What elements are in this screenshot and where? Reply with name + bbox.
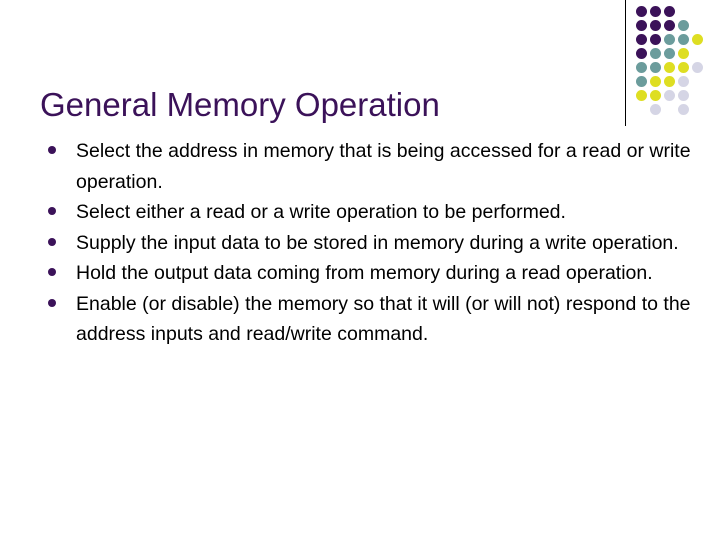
grid-dot-purple (636, 6, 647, 17)
grid-dot-lavender (678, 90, 689, 101)
vertical-divider-rule (625, 0, 626, 126)
grid-dot-teal (664, 34, 675, 45)
grid-dot-yellow (664, 76, 675, 87)
grid-dot-purple (664, 20, 675, 31)
grid-dot-lavender (692, 62, 703, 73)
grid-dot-purple (650, 6, 661, 17)
page-title: General Memory Operation (40, 86, 440, 124)
list-item-label: Select the address in memory that is bei… (76, 140, 691, 193)
grid-dot-teal (678, 20, 689, 31)
grid-dot-teal (678, 34, 689, 45)
grid-dot-yellow (664, 62, 675, 73)
grid-dot-yellow (678, 62, 689, 73)
grid-dot-yellow (650, 90, 661, 101)
grid-dot-teal (650, 48, 661, 59)
list-item: Select either a read or a write operatio… (40, 197, 695, 228)
grid-dot-purple (636, 20, 647, 31)
bullet-dot-icon (48, 146, 56, 154)
bullet-dot-icon (48, 237, 56, 246)
list-item-label: Enable (or disable) the memory so that i… (76, 292, 691, 346)
grid-dot-purple (650, 34, 661, 45)
list-item-label: Select either a read or a write operatio… (76, 201, 566, 223)
grid-dot-teal (664, 48, 675, 59)
grid-dot-yellow (636, 90, 647, 101)
list-item-label: Supply the input data to be stored in me… (76, 231, 679, 254)
bullet-dot-icon (48, 207, 56, 215)
grid-dot-lavender (664, 90, 675, 101)
grid-dot-lavender (650, 104, 661, 115)
bullet-dot-icon (48, 268, 56, 276)
bullet-dot-icon (48, 298, 56, 307)
grid-dot-teal (636, 62, 647, 73)
list-item: Select the address in memory that is bei… (40, 136, 695, 197)
list-item-label: Hold the output data coming from memory … (76, 262, 653, 284)
grid-dot-lavender (678, 104, 689, 115)
bullet-list: Select the address in memory that is bei… (40, 136, 695, 350)
grid-dot-purple (636, 48, 647, 59)
grid-dot-teal (650, 62, 661, 73)
grid-dot-yellow (650, 76, 661, 87)
list-item: Supply the input data to be stored in me… (40, 228, 695, 259)
grid-dot-teal (636, 76, 647, 87)
grid-dot-purple (636, 34, 647, 45)
list-item: Enable (or disable) the memory so that i… (40, 289, 695, 350)
grid-dot-yellow (678, 48, 689, 59)
list-item: Hold the output data coming from memory … (40, 258, 695, 289)
grid-dot-lavender (678, 76, 689, 87)
grid-dot-purple (650, 20, 661, 31)
grid-dot-purple (664, 6, 675, 17)
decorative-dot-grid (636, 6, 720, 126)
grid-dot-yellow (692, 34, 703, 45)
